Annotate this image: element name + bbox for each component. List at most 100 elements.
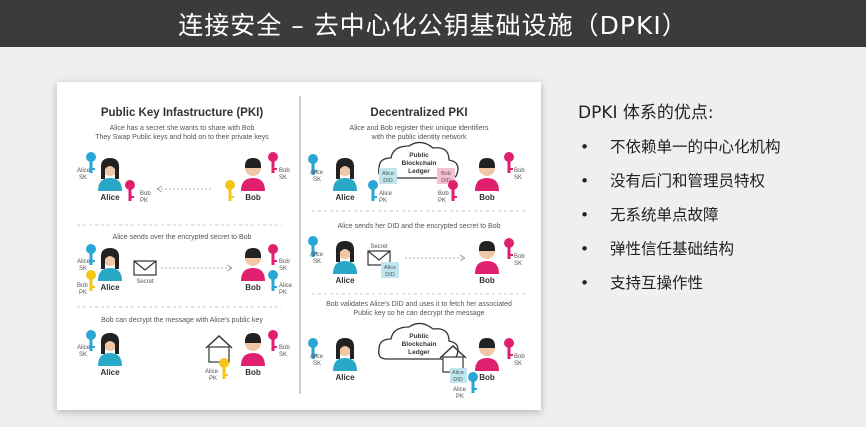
pki-step2: Alice sends over the encrypted secret to… [113, 234, 252, 241]
bob-did-box [437, 168, 455, 184]
advantages-list: 不依赖单一的中心化机构 没有后门和管理员特权 无系统单点故障 弹性信任基础结构 … [578, 137, 858, 307]
key-icon [225, 180, 235, 201]
page-title: 连接安全 – 去中心化公钥基础设施（DPKI） [178, 11, 688, 40]
dpki-step2: Alice sends her DID and the encrypted se… [337, 223, 500, 230]
pki-step3: Bob can decrypt the message with Alice's… [101, 317, 263, 324]
svg-text:DID: DID [441, 178, 451, 184]
svg-text:Ledger: Ledger [408, 349, 430, 356]
svg-text:SK: SK [79, 266, 87, 272]
svg-text:Bob: Bob [279, 168, 290, 174]
list-item: 无系统单点故障 [578, 205, 858, 239]
svg-text:Bob: Bob [479, 373, 495, 382]
pki-title: Public Key Infastructure (PKI) [101, 107, 263, 119]
alice-person-icon [333, 338, 357, 371]
list-item: 弹性信任基础结构 [578, 239, 858, 273]
svg-text:PK: PK [209, 376, 217, 382]
alice-person-icon [98, 333, 122, 366]
svg-text:PK: PK [79, 290, 87, 296]
key-icon [268, 330, 278, 351]
svg-text:Alice: Alice [77, 259, 91, 265]
key-icon [268, 244, 278, 265]
svg-text:Alice: Alice [279, 283, 293, 289]
svg-text:Bob: Bob [279, 259, 290, 265]
svg-text:PK: PK [140, 198, 148, 204]
svg-text:Alice: Alice [100, 368, 120, 377]
svg-text:Alice: Alice [335, 193, 355, 202]
alice-did-box [381, 262, 399, 278]
svg-text:DID: DID [383, 178, 393, 184]
list-item: 支持互操作性 [578, 273, 858, 307]
svg-text:Alice: Alice [77, 345, 91, 351]
key-icon [268, 270, 278, 291]
svg-text:SK: SK [79, 352, 87, 358]
svg-text:Public: Public [409, 333, 429, 340]
svg-text:Bob: Bob [245, 283, 261, 292]
house-icon [205, 335, 233, 363]
advantages-panel: DPKI 体系的优点: 不依赖单一的中心化机构 没有后门和管理员特权 无系统单点… [578, 98, 858, 307]
svg-text:SK: SK [514, 361, 522, 367]
svg-text:Alice: Alice [310, 170, 324, 176]
key-icon [125, 180, 135, 201]
svg-text:Alice: Alice [335, 276, 355, 285]
svg-text:SK: SK [279, 266, 287, 272]
svg-text:Bob: Bob [479, 193, 495, 202]
svg-text:Alice: Alice [100, 283, 120, 292]
svg-text:Alice: Alice [310, 252, 324, 258]
pki-step1-line1: Alice has a secret she wants to share wi… [110, 125, 255, 132]
list-item: 不依赖单一的中心化机构 [578, 137, 858, 171]
pki-diagram: Public Key Infastructure (PKI) Alice has… [77, 96, 527, 400]
dpki-title: Decentralized PKI [370, 107, 467, 119]
svg-text:DID: DID [453, 377, 463, 383]
svg-text:Bob: Bob [438, 191, 449, 197]
svg-text:Bob: Bob [479, 276, 495, 285]
svg-text:Bob: Bob [140, 191, 151, 197]
svg-text:Alice: Alice [205, 369, 219, 375]
svg-text:Alice: Alice [384, 265, 396, 271]
svg-text:Bob: Bob [514, 254, 525, 260]
svg-text:PK: PK [279, 290, 287, 296]
envelope-icon [133, 260, 157, 276]
svg-text:DID: DID [385, 272, 395, 278]
alice-label: Alice [100, 193, 120, 202]
alice-person-icon [333, 241, 357, 274]
bob-person-icon [241, 158, 265, 191]
bob-person-icon [241, 333, 265, 366]
svg-text:Alice: Alice [382, 171, 394, 177]
svg-text:Ledger: Ledger [408, 168, 430, 175]
svg-text:SK: SK [279, 352, 287, 358]
advantages-title: DPKI 体系的优点: [578, 103, 714, 123]
alice-did-box [450, 368, 467, 383]
svg-text:Alice: Alice [77, 168, 91, 174]
alice-person-icon [98, 158, 122, 191]
svg-text:Bob: Bob [441, 171, 451, 177]
svg-text:Blockchain: Blockchain [402, 160, 437, 167]
svg-text:Secret: Secret [370, 244, 388, 250]
svg-text:Blockchain: Blockchain [402, 341, 437, 348]
svg-text:Public: Public [409, 152, 429, 159]
pki-step1-line2: They Swap Public keys and hold on to the… [95, 134, 269, 141]
alice-person-icon [333, 158, 357, 191]
svg-text:Bob: Bob [514, 168, 525, 174]
dpki-step3-line2: Public key so he can decrypt the message [353, 310, 484, 317]
svg-text:PK: PK [379, 198, 387, 204]
key-icon [504, 338, 514, 359]
bob-label: Bob [245, 193, 261, 202]
key-icon [219, 358, 229, 379]
svg-text:SK: SK [514, 261, 522, 267]
key-icon [504, 152, 514, 173]
svg-text:Alice: Alice [452, 370, 464, 376]
svg-text:Alice: Alice [335, 373, 355, 382]
bob-person-icon [475, 241, 499, 274]
svg-text:Bob: Bob [245, 368, 261, 377]
list-item: 没有后门和管理员特权 [578, 171, 858, 205]
bob-person-icon [475, 158, 499, 191]
bob-person-icon [241, 248, 265, 281]
title-bar: 连接安全 – 去中心化公钥基础设施（DPKI） [0, 0, 866, 47]
pki-diagram-card: Public Key Infastructure (PKI) Alice has… [57, 82, 541, 410]
key-icon [448, 180, 458, 201]
key-icon [368, 180, 378, 201]
key-icon [468, 372, 478, 393]
svg-text:Bob: Bob [77, 283, 88, 289]
svg-text:Alice: Alice [379, 191, 393, 197]
svg-text:SK: SK [279, 175, 287, 181]
